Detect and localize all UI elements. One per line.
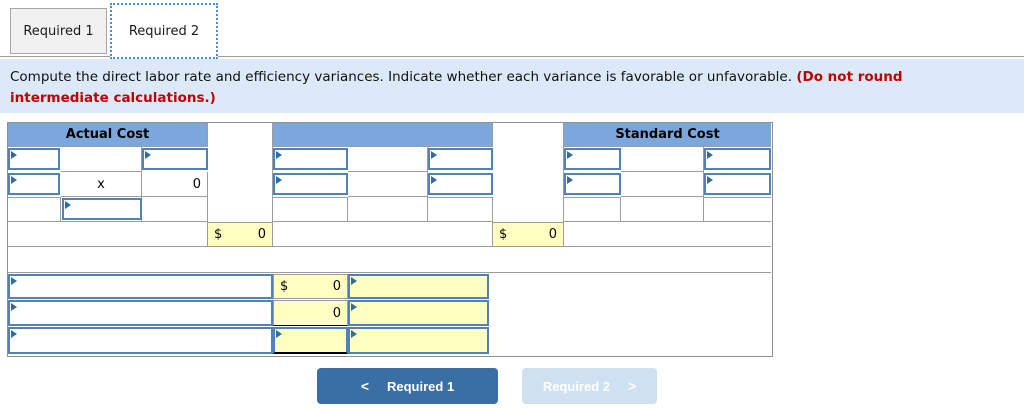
variance-row2-direction-select[interactable] <box>348 300 489 326</box>
dropdown-arrow-icon <box>707 151 713 159</box>
grid-cell <box>621 172 704 197</box>
standard-cost-header: Standard Cost <box>564 123 771 147</box>
grid-cell <box>61 147 142 172</box>
multiply-operator-cell: x <box>61 172 142 197</box>
gap-column-right <box>493 123 564 222</box>
middle-row2-col3-select[interactable] <box>428 173 493 195</box>
dropdown-arrow-icon <box>11 176 17 184</box>
actual-total-label-cell <box>8 222 208 247</box>
grid-cell <box>348 147 428 172</box>
next-required-button[interactable]: Required 2 > <box>522 368 657 404</box>
grid-cell <box>704 197 771 222</box>
variance-row1-amount-input[interactable]: $ 0 <box>273 274 348 299</box>
instruction-banner: Compute the direct labor rate and effici… <box>0 59 1024 113</box>
chevron-left-icon: < <box>360 378 369 394</box>
tabbar-divider <box>0 56 1024 57</box>
actual-row3-col2-select[interactable] <box>62 198 142 220</box>
grid-cell <box>8 197 61 222</box>
grid-cell <box>142 197 208 222</box>
variance-row1-amount-value: 0 <box>332 279 341 294</box>
variance-row2-amount-value: 0 <box>332 305 341 321</box>
standard-cost-header-label: Standard Cost <box>615 127 720 142</box>
prev-required-label: Required 1 <box>387 378 455 394</box>
grid-cell <box>621 197 704 222</box>
variance-row3-direction-select[interactable] <box>348 327 489 354</box>
instruction-warning-line1: (Do not round <box>796 69 903 85</box>
multiply-operator: x <box>97 176 105 192</box>
grid-cell <box>348 172 428 197</box>
dropdown-arrow-icon <box>351 330 357 338</box>
dropdown-arrow-icon <box>431 151 437 159</box>
dropdown-arrow-icon <box>567 176 573 184</box>
variance-row2-label-select[interactable] <box>8 300 273 326</box>
currency-symbol: $ <box>499 227 508 242</box>
dropdown-arrow-icon <box>145 151 151 159</box>
grid-cell <box>564 222 771 247</box>
variance-row1-direction-select[interactable] <box>348 274 489 299</box>
dropdown-arrow-icon <box>11 303 17 311</box>
tab-required-2-label: Required 2 <box>128 23 200 39</box>
tab-required-1-label: Required 1 <box>23 23 94 39</box>
empty-region <box>489 274 771 355</box>
grid-cell <box>428 197 493 222</box>
actual-row1-col3-select[interactable] <box>142 148 208 170</box>
dropdown-arrow-icon <box>11 277 17 285</box>
standard-total-value: 0 <box>548 227 557 242</box>
actual-total-value: 0 <box>257 227 266 242</box>
variance-row2-amount-input[interactable]: 0 <box>273 300 348 326</box>
standard-row1-col1-select[interactable] <box>564 148 621 170</box>
dropdown-arrow-icon <box>431 176 437 184</box>
currency-symbol: $ <box>280 279 289 294</box>
standard-total-cell: $ 0 <box>493 222 564 247</box>
actual-cost-header: Actual Cost <box>8 123 208 147</box>
dropdown-arrow-icon <box>351 277 357 285</box>
standard-row2-col1-select[interactable] <box>564 173 621 195</box>
dropdown-arrow-icon <box>707 176 713 184</box>
grid-cell <box>273 197 348 222</box>
variance-row3-label-select[interactable] <box>8 327 273 354</box>
spacer-row <box>8 247 771 273</box>
grid-cell <box>564 197 621 222</box>
instruction-text: Compute the direct labor rate and effici… <box>10 69 797 85</box>
standard-row1-col3-select[interactable] <box>704 148 771 170</box>
actual-row2-col1-select[interactable] <box>8 173 60 195</box>
tab-required-1[interactable]: Required 1 <box>10 8 107 54</box>
grid-cell <box>348 197 428 222</box>
dropdown-arrow-icon <box>567 151 573 159</box>
variance-worksheet: Actual Cost Standard Cost x 0 $ 0 <box>7 122 773 357</box>
dropdown-arrow-icon <box>276 151 282 159</box>
variance-row1-label-select[interactable] <box>8 274 273 299</box>
next-required-label: Required 2 <box>542 378 610 394</box>
dropdown-arrow-icon <box>276 330 282 338</box>
middle-row1-col3-select[interactable] <box>428 148 493 170</box>
actual-cost-header-label: Actual Cost <box>65 127 150 142</box>
dropdown-arrow-icon <box>276 176 282 184</box>
actual-product-value: 0 <box>192 176 201 192</box>
currency-symbol: $ <box>214 227 223 242</box>
standard-row2-col3-select[interactable] <box>704 173 771 195</box>
grid-cell <box>621 147 704 172</box>
variance-row3-amount-select[interactable] <box>273 327 348 354</box>
actual-product-cell: 0 <box>142 172 208 197</box>
grid-cell <box>273 222 493 247</box>
prev-required-button[interactable]: < Required 1 <box>317 368 498 404</box>
dropdown-arrow-icon <box>351 303 357 311</box>
actual-row1-col1-select[interactable] <box>8 148 60 170</box>
dropdown-arrow-icon <box>11 151 17 159</box>
dropdown-arrow-icon <box>11 330 17 338</box>
middle-header <box>273 123 493 147</box>
middle-row2-col1-select[interactable] <box>273 173 348 195</box>
instruction-warning-line2: intermediate calculations.) <box>10 90 216 106</box>
middle-row1-col1-select[interactable] <box>273 148 348 170</box>
actual-total-cell: $ 0 <box>208 222 273 247</box>
gap-column-left <box>208 123 273 222</box>
tab-required-2[interactable]: Required 2 <box>110 3 218 59</box>
dropdown-arrow-icon <box>65 201 71 209</box>
chevron-right-icon: > <box>628 378 637 394</box>
